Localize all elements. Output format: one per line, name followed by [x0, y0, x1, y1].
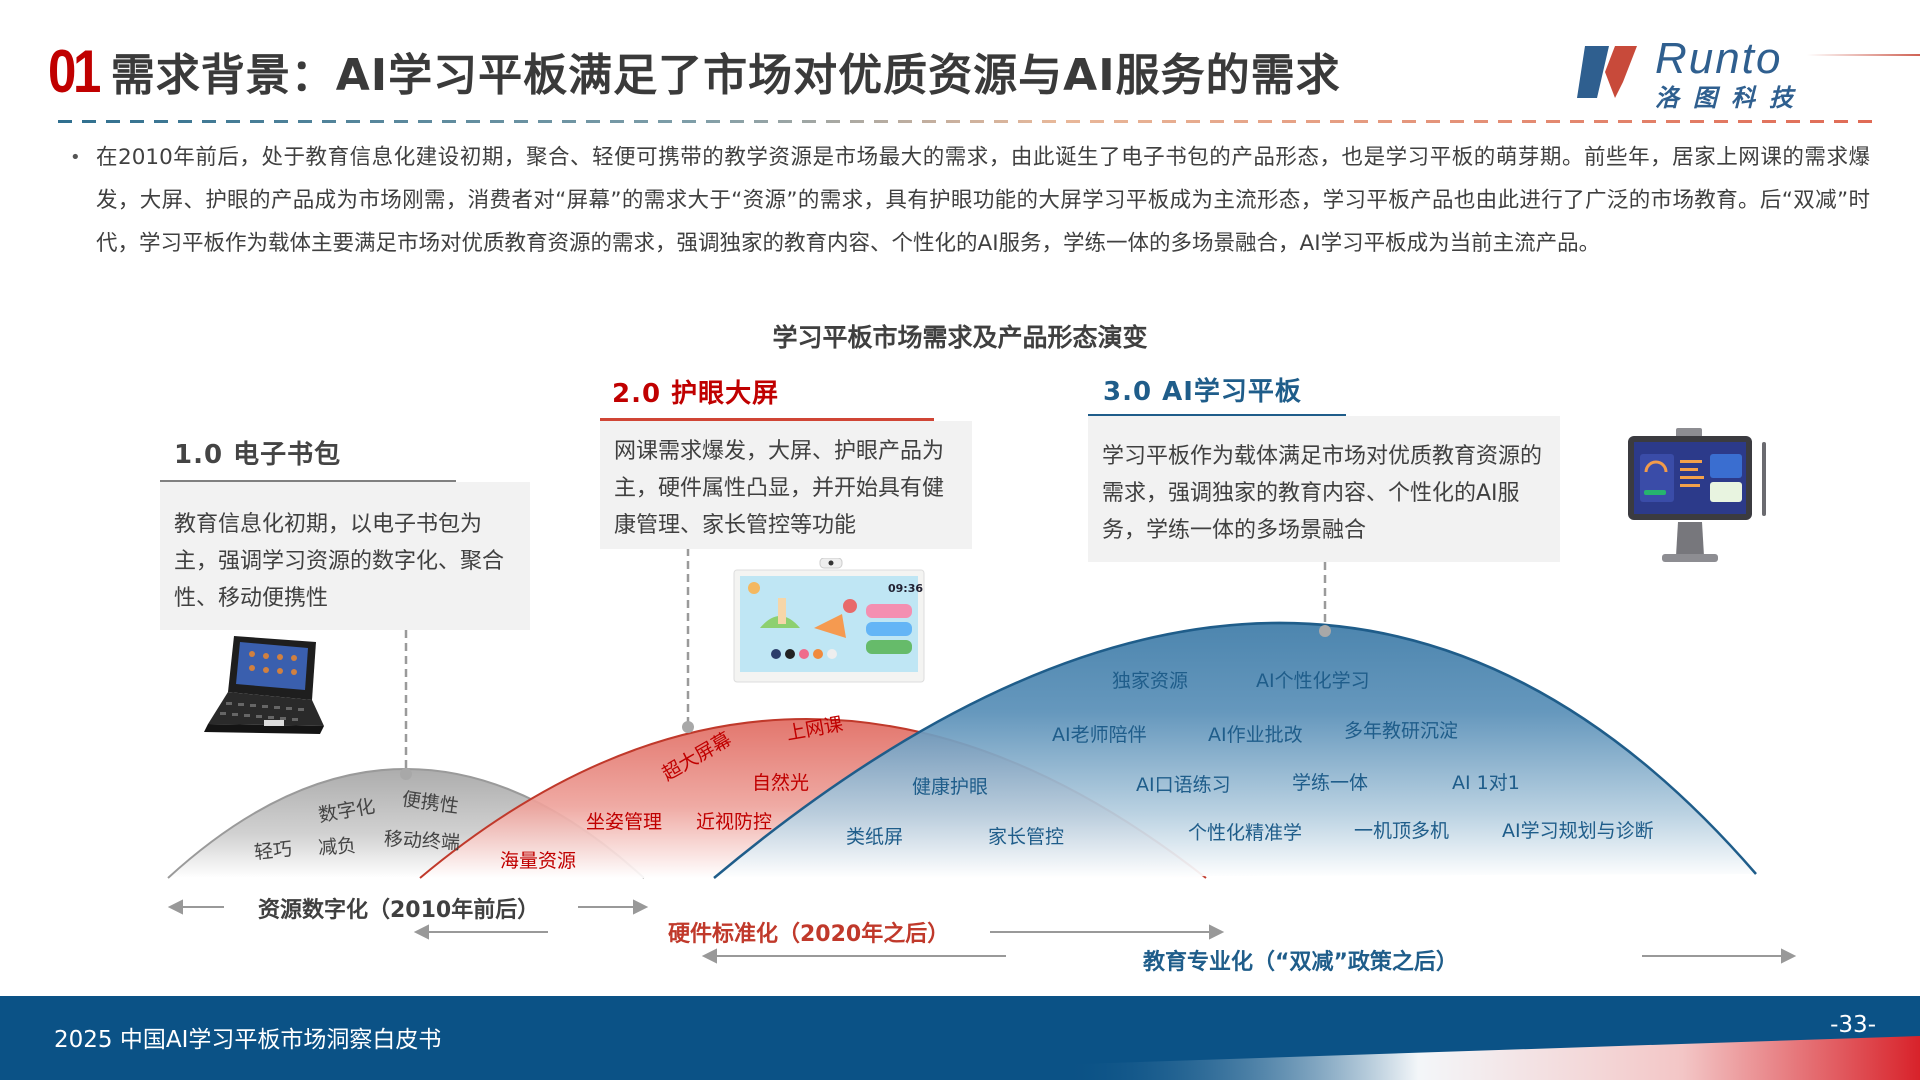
large-screen-device-icon: 09:36: [733, 558, 925, 683]
page-number: -33-: [1830, 1012, 1876, 1038]
tag-ai-learning-planning: AI学习规划与诊断: [1502, 820, 1654, 842]
footer-bar: 2025 中国AI学习平板市场洞察白皮书 -33-: [0, 996, 1920, 1080]
tag-mobile-terminal: 移动终端: [383, 828, 461, 854]
ai-tablet-device-icon: [1628, 428, 1766, 562]
tag-ai-personalized-learning: AI个性化学习: [1256, 670, 1370, 692]
tag-teaching-research: 多年教研沉淀: [1344, 720, 1459, 742]
era-education-specialization: 教育专业化（“双减”政策之后）: [1143, 950, 1458, 975]
tag-lightweight: 轻巧: [253, 838, 294, 864]
bullet-icon: •: [70, 147, 81, 168]
tag-massive-resources: 海量资源: [500, 850, 577, 872]
stage-1-title: 1.0 电子书包: [174, 440, 342, 470]
diagram-title: 学习平板市场需求及产品形态演变: [772, 323, 1148, 352]
svg-text:09:36: 09:36: [888, 582, 923, 595]
tag-myopia-control: 近视防控: [696, 811, 773, 833]
e-book-device-icon: [204, 636, 324, 734]
stage-3-title: 3.0 AI学习平板: [1103, 377, 1302, 407]
tag-ai-speaking-practice: AI口语练习: [1136, 774, 1231, 796]
hill-stage-3: [714, 622, 1756, 878]
stage-2-rule: [600, 418, 934, 423]
era-hardware-standardization: 硬件标准化（2020年之后）: [668, 922, 950, 947]
intro-paragraph: • 在2010年前后，处于教育信息化建设初期，聚合、轻便可携带的教学资源是市场最…: [70, 136, 1870, 265]
tag-reduce-burden: 减负: [317, 834, 357, 860]
intro-text: 在2010年前后，处于教育信息化建设初期，聚合、轻便可携带的教学资源是市场最大的…: [96, 145, 1870, 256]
stage-3-description: 学习平板作为载体满足市场对优质教育资源的需求，强调独家的教育内容、个性化的AI服…: [1088, 416, 1560, 562]
stage-1-description: 教育信息化初期，以电子书包为主，强调学习资源的数字化、聚合性、移动便携性: [160, 482, 530, 630]
tag-one-device-many: 一机顶多机: [1354, 820, 1450, 842]
stage-2-description: 网课需求爆发，大屏、护眼产品为主，硬件属性凸显，并开始具有健康管理、家长管控等功…: [600, 421, 972, 549]
tag-parental-control: 家长管控: [988, 826, 1065, 848]
tag-ai-homework-grading: AI作业批改: [1208, 724, 1303, 746]
page-title: 需求背景：AI学习平板满足了市场对优质资源与AI服务的需求: [110, 50, 1341, 101]
runto-logo-mark-icon: [1577, 46, 1637, 98]
stage-1-marker: [400, 768, 412, 780]
logo-brand-cn: 洛图科技: [1655, 84, 1807, 112]
tag-paper-like-screen: 类纸屏: [846, 826, 904, 848]
logo-streak: [1807, 54, 1920, 56]
logo-brand-en: Runto: [1655, 34, 1783, 83]
tag-ai-one-on-one: AI 1对1: [1452, 772, 1520, 794]
page-title-row: 01 需求背景：AI学习平板满足了市场对优质资源与AI服务的需求: [48, 37, 1341, 105]
stage-2-marker: [682, 721, 694, 733]
era-resource-digitization: 资源数字化（2010年前后）: [258, 898, 540, 923]
tag-eye-care: 健康护眼: [912, 776, 989, 798]
stage-3-marker: [1319, 625, 1331, 637]
tag-natural-light: 自然光: [752, 772, 810, 794]
runto-logo: Runto 洛图科技: [1575, 34, 1920, 112]
tag-posture-management: 坐姿管理: [586, 811, 663, 833]
tag-ai-teacher: AI老师陪伴: [1052, 724, 1147, 746]
section-number: 01: [48, 37, 101, 105]
stage-2-title: 2.0 护眼大屏: [612, 379, 780, 409]
tag-learn-practice-integration: 学练一体: [1292, 772, 1369, 794]
report-title: 2025 中国AI学习平板市场洞察白皮书: [54, 1027, 442, 1053]
tag-personalized-precision: 个性化精准学: [1188, 822, 1303, 844]
footer-sweep-decoration: [600, 1036, 1920, 1080]
tag-exclusive-resources: 独家资源: [1112, 670, 1189, 692]
